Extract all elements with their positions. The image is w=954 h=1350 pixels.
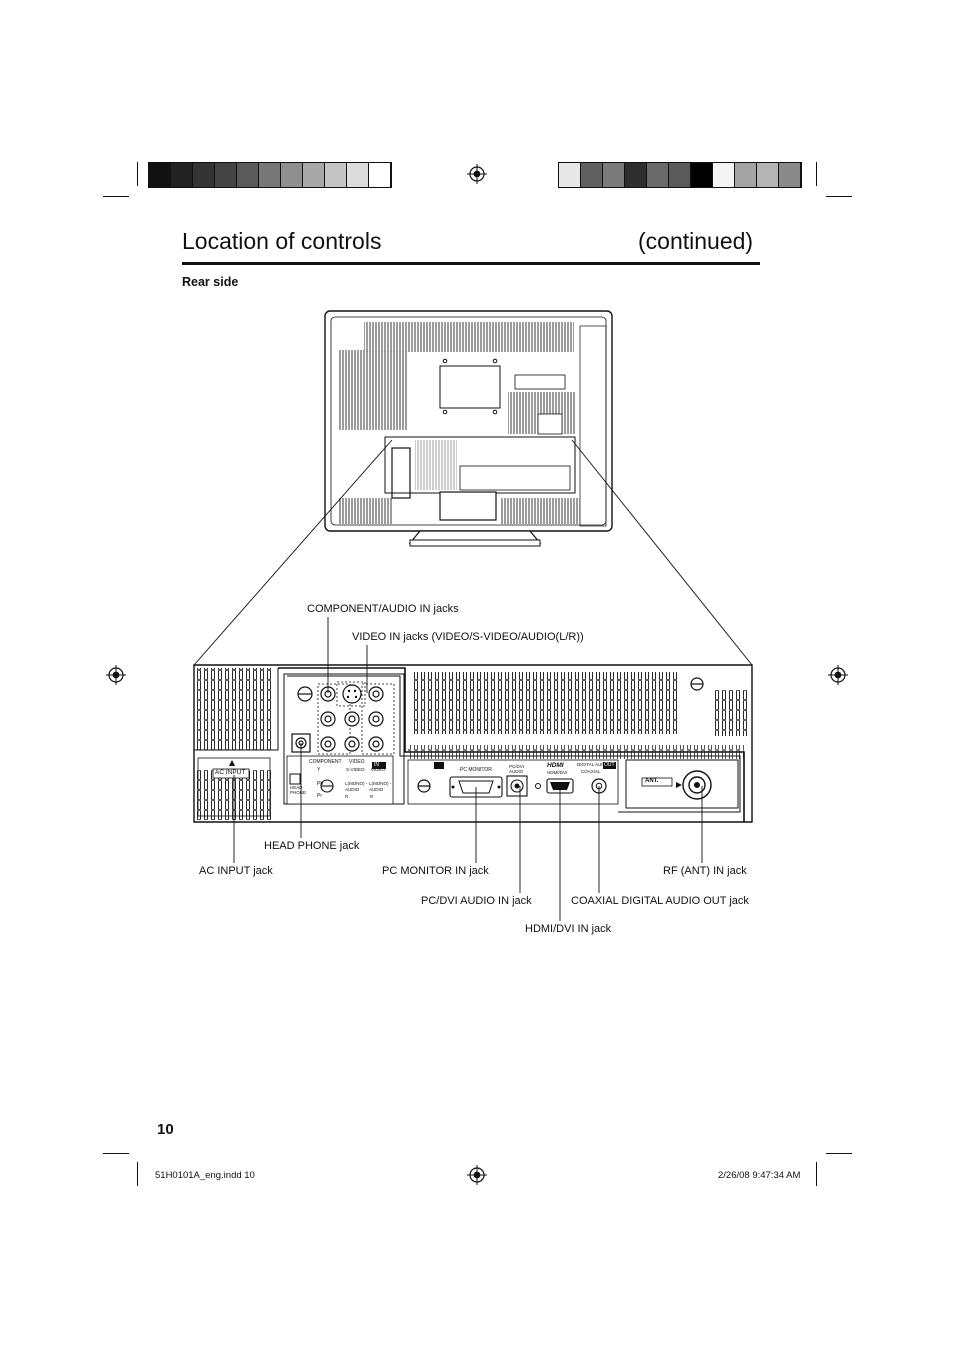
tv-rear-view: [324, 310, 613, 547]
color-swatch: [757, 163, 779, 187]
audio-label-right: L(MONO) -AUDIO: [369, 781, 392, 792]
out-badge: OUT: [604, 762, 615, 768]
crop-mark: [816, 162, 817, 186]
color-swatch: [303, 163, 325, 187]
color-swatch: [713, 163, 735, 187]
color-swatch: [559, 163, 581, 187]
in-badge: IN: [374, 762, 379, 768]
crop-mark: [103, 1153, 129, 1154]
crop-mark: [826, 1153, 852, 1154]
hdmi-dvi-label: HDMI/DVI: [547, 770, 568, 775]
callout-pc-monitor: PC MONITOR IN jack: [382, 865, 489, 877]
registration-mark-icon: [105, 664, 127, 686]
callout-rf-ant: RF (ANT) IN jack: [663, 865, 747, 877]
coaxial-label: COAXIAL: [581, 769, 601, 774]
crop-mark: [816, 1162, 817, 1186]
color-swatch: [193, 163, 215, 187]
color-swatch: [369, 163, 391, 187]
color-registration-bar-right: [558, 162, 802, 188]
title-rule: [182, 262, 760, 265]
section-heading: Rear side: [182, 275, 239, 289]
r-label: R: [345, 794, 349, 799]
callout-coaxial: COAXIAL DIGITAL AUDIO OUT jack: [571, 895, 749, 907]
registration-mark-icon: [466, 1164, 488, 1186]
pc-monitor-label: PC MONITOR: [460, 767, 492, 773]
callout-leaders: [233, 617, 703, 921]
footer-file: 51H0101A_eng.indd 10: [155, 1170, 255, 1181]
callout-pc-dvi-audio: PC/DVI AUDIO IN jack: [421, 895, 532, 907]
pc-dvi-audio-label: PC/DVI AUDIO: [509, 764, 525, 774]
component-label: COMPONENT: [309, 759, 342, 765]
enlarged-rear-panel: [193, 664, 753, 823]
crop-mark: [103, 196, 129, 197]
y-label: Y: [317, 767, 321, 773]
color-swatch: [735, 163, 757, 187]
crop-mark: [137, 1162, 138, 1186]
color-swatch: [149, 163, 171, 187]
callout-ac-input: AC INPUT jack: [199, 865, 273, 877]
hdmi-logo: HDMI: [547, 762, 564, 769]
svideo-label: S-VIDEO: [346, 767, 365, 772]
pr-label: Pr: [317, 793, 322, 799]
callout-head-phone: HEAD PHONE jack: [264, 840, 360, 852]
color-swatch: [625, 163, 647, 187]
color-swatch: [325, 163, 347, 187]
pb-label: Pb: [317, 781, 324, 787]
registration-mark-icon: [466, 163, 488, 185]
digital-audio-label: DIGITAL AUDIO: [577, 762, 610, 767]
color-registration-bar-left: [148, 162, 392, 188]
page-title-continued: (continued): [638, 228, 754, 254]
ac-input-label: AC INPUT: [215, 769, 246, 776]
head-phone-label: HEAD PHONE: [290, 785, 307, 795]
color-swatch: [581, 163, 603, 187]
color-swatch: [347, 163, 369, 187]
crop-mark: [137, 162, 138, 186]
video-label: VIDEO: [349, 759, 365, 765]
ant-label: ANT.: [645, 778, 659, 784]
color-swatch: [215, 163, 237, 187]
color-swatch: [669, 163, 691, 187]
color-swatch: [647, 163, 669, 187]
video-jack-label: VIDEO: [371, 767, 386, 772]
registration-mark-icon: [827, 664, 849, 686]
callout-hdmi-dvi: HDMI/DVI IN jack: [525, 923, 612, 935]
color-swatch: [171, 163, 193, 187]
callout-video-in: VIDEO IN jacks (VIDEO/S-VIDEO/AUDIO(L/R)…: [352, 631, 584, 643]
color-swatch: [281, 163, 303, 187]
footer-date: 2/26/08 9:47:34 AM: [718, 1170, 801, 1181]
color-swatch: [237, 163, 259, 187]
color-swatch: [779, 163, 801, 187]
page-title: Location of controls: [182, 228, 382, 254]
r-label-right: R: [370, 794, 374, 799]
color-swatch: [259, 163, 281, 187]
crop-mark: [826, 196, 852, 197]
color-swatch: [603, 163, 625, 187]
callout-component-audio-in: COMPONENT/AUDIO IN jacks: [307, 603, 459, 615]
color-swatch: [691, 163, 713, 187]
page-number: 10: [157, 1121, 174, 1138]
audio-label: L(MONO) -AUDIO: [345, 781, 368, 792]
